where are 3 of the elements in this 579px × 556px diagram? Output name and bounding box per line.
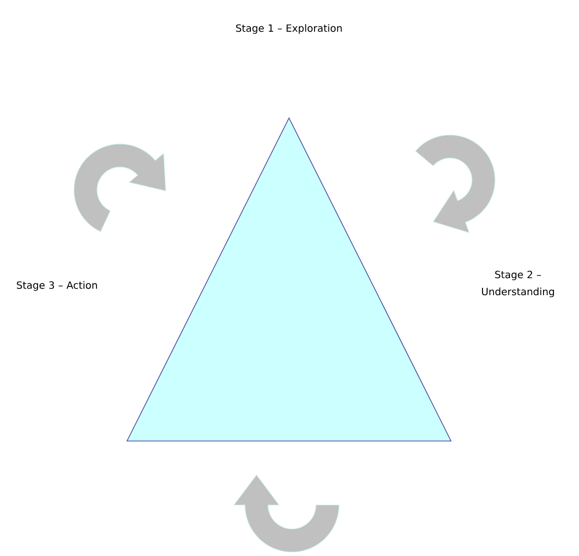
stage-label: Stage 1 – Exploration — [236, 24, 342, 34]
stage-label: Stage 3 – Action — [16, 281, 97, 291]
stage-label: Stage 2 – Understanding — [482, 270, 554, 298]
